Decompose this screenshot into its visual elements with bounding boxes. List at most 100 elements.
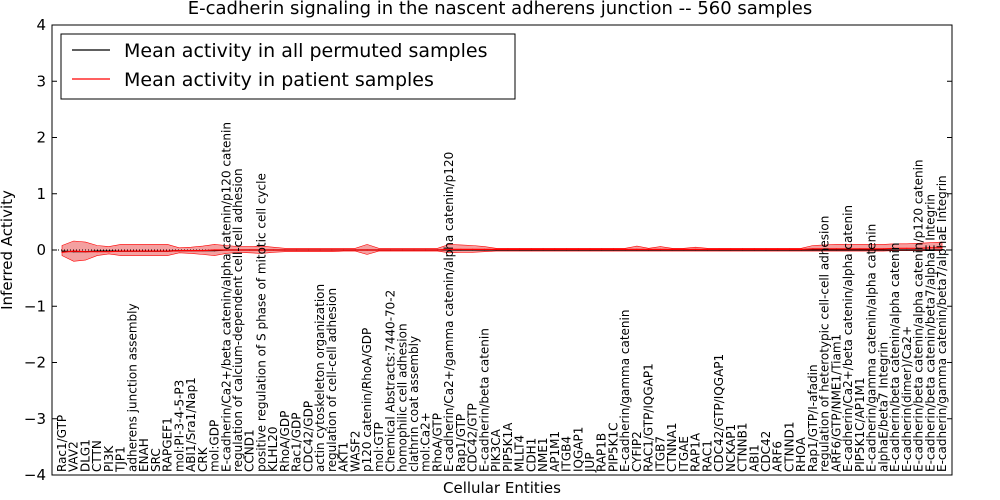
data-point-patient <box>84 251 87 253</box>
data-point-patient <box>108 251 110 253</box>
data-point-patient <box>706 248 708 250</box>
data-point-patient <box>788 248 791 250</box>
data-point-permuted <box>906 249 908 251</box>
category-label: PIP5K1C <box>606 422 620 472</box>
data-point-permuted <box>812 249 814 251</box>
data-point-patient <box>272 249 274 251</box>
data-point-patient <box>401 249 403 251</box>
category-label: AKT1 <box>337 442 351 472</box>
category-label: PIP5K1A <box>501 422 515 472</box>
data-point-patient <box>237 249 239 251</box>
data-point-patient <box>507 248 509 250</box>
data-point-permuted <box>835 249 838 251</box>
category-label: regulation of cell-cell adhesion <box>325 288 339 472</box>
category-label: CTNND1 <box>782 421 796 472</box>
category-label: ARF6/GTP/NME1/Tiam1 <box>829 334 843 472</box>
category-label: CDC42/GTP <box>466 403 480 472</box>
y-tick-label: 3 <box>36 72 46 90</box>
category-label: CDH1 <box>524 438 538 472</box>
data-point-permuted <box>61 250 63 252</box>
data-point-patient <box>190 250 192 252</box>
data-point-patient <box>554 248 556 250</box>
data-point-patient <box>73 250 75 252</box>
category-label: positive regulation of S phase of mitoti… <box>254 173 268 472</box>
category-label: PIP5K1C/AP1M1 <box>853 377 867 472</box>
data-point-patient <box>624 248 626 250</box>
data-point-patient <box>917 247 920 249</box>
plot-area-frame <box>51 24 953 476</box>
data-point-patient <box>824 248 826 250</box>
category-label: Rap1/GTP <box>454 414 468 472</box>
data-point-patient <box>648 248 650 250</box>
category-label: PIK3CA <box>489 428 503 472</box>
data-point-permuted <box>871 249 873 251</box>
y-tick-label: −3 <box>24 410 46 428</box>
y-tick-label: −4 <box>24 466 46 484</box>
data-point-patient <box>777 248 779 250</box>
data-point-patient <box>460 248 462 250</box>
category-label: ABI1 <box>747 444 761 472</box>
data-point-patient <box>542 248 544 250</box>
category-label: adherens junction assembly <box>125 303 139 472</box>
data-point-permuted <box>847 249 849 251</box>
data-point-patient <box>753 248 755 250</box>
category-label: Rac1/GTP <box>55 415 69 472</box>
category-label: CDC42 <box>759 431 773 472</box>
data-point-patient <box>718 248 720 250</box>
category-label: CTNNA1 <box>665 422 679 472</box>
category-label: E-cadherin/gamma catenin/beta7/alphaE In… <box>935 175 949 472</box>
data-point-permuted <box>859 249 861 251</box>
category-label: regulation of heterotypic cell-cell adhe… <box>818 216 832 472</box>
category-label: KLHL20 <box>266 426 280 472</box>
category-label: p120 catenin/RhoA/GDP <box>360 328 374 472</box>
legend: Mean activity in all permuted samples Me… <box>60 33 516 100</box>
data-point-patient <box>671 248 673 250</box>
y-tick-label: 0 <box>36 241 46 259</box>
category-label: E-cadherin/beta catenin/beta7/alphaE Int… <box>923 194 937 472</box>
data-point-patient <box>812 248 814 250</box>
data-point-patient <box>589 248 591 250</box>
data-point-patient <box>378 249 380 251</box>
category-label: CTTN <box>90 440 104 472</box>
data-point-patient <box>249 249 251 251</box>
data-point-patient <box>929 247 931 249</box>
data-point-patient <box>835 248 838 250</box>
category-label: E-cadherin(dimer)/Ca2+ <box>900 326 914 472</box>
data-point-patient <box>636 248 638 250</box>
y-tick-label: 1 <box>36 185 46 203</box>
category-label: E-cadherin/Ca2+/beta catenin/alpha caten… <box>841 205 855 472</box>
data-point-patient <box>96 251 98 253</box>
category-label: ITGAE <box>677 436 691 472</box>
category-label: mol:PI-3-4-5-P3 <box>172 380 186 472</box>
data-point-permuted <box>929 249 931 251</box>
category-label: RhoA/GTP <box>430 413 444 472</box>
data-point-patient <box>683 248 685 250</box>
category-label: Rac1/GDP <box>290 413 304 472</box>
category-label: RhoA/GDP <box>278 411 292 472</box>
category-label: JUP <box>583 452 597 473</box>
data-point-patient <box>495 248 497 250</box>
category-label: ITGB7 <box>653 436 667 472</box>
category-label: homophilic cell adhesion <box>395 323 409 472</box>
data-point-patient <box>120 250 122 252</box>
category-label: E-cadherin/Ca2+/beta catenin/alpha caten… <box>219 122 233 472</box>
data-point-patient <box>389 249 392 251</box>
category-label: ABI1/Sra1/Nap1 <box>184 377 198 472</box>
category-label: RAC1/GTP/IQGAP1 <box>642 363 656 472</box>
legend-box <box>60 33 516 100</box>
data-point-patient <box>61 251 63 253</box>
data-point-patient <box>565 248 568 250</box>
legend-label-patient: Mean activity in patient samples <box>124 69 434 91</box>
data-point-patient <box>331 249 333 251</box>
data-point-permuted <box>882 249 884 251</box>
data-point-patient <box>319 249 321 251</box>
category-label: E-cadherin/beta catenin <box>477 328 491 472</box>
data-point-patient <box>155 250 157 252</box>
data-point-patient <box>448 248 450 250</box>
category-label: Rap1/GTP/I-afadin <box>806 364 820 472</box>
data-point-patient <box>882 248 884 250</box>
data-point-patient <box>225 249 227 251</box>
category-label: ARF6 <box>771 441 785 472</box>
